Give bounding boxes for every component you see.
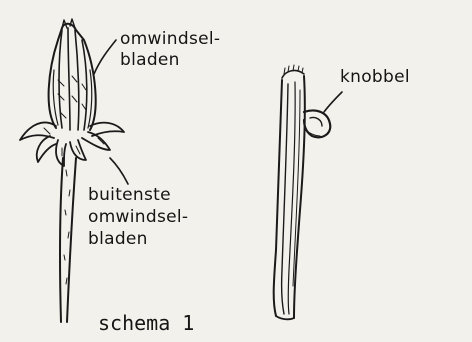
- label-knobbel: knobbel: [340, 67, 410, 87]
- stem-with-knob-drawing: [274, 65, 342, 319]
- flower-bud-drawing: [20, 19, 128, 322]
- label-omwindselbladen-line2: bladen: [120, 50, 180, 70]
- label-buitenste-line2: omwindsel-: [88, 207, 188, 227]
- label-buitenste-line3: bladen: [88, 229, 148, 249]
- label-buitenste-line1: buitenste: [88, 185, 171, 205]
- label-omwindselbladen-line1: omwindsel-: [120, 29, 220, 49]
- figure-caption: schema 1: [98, 311, 194, 335]
